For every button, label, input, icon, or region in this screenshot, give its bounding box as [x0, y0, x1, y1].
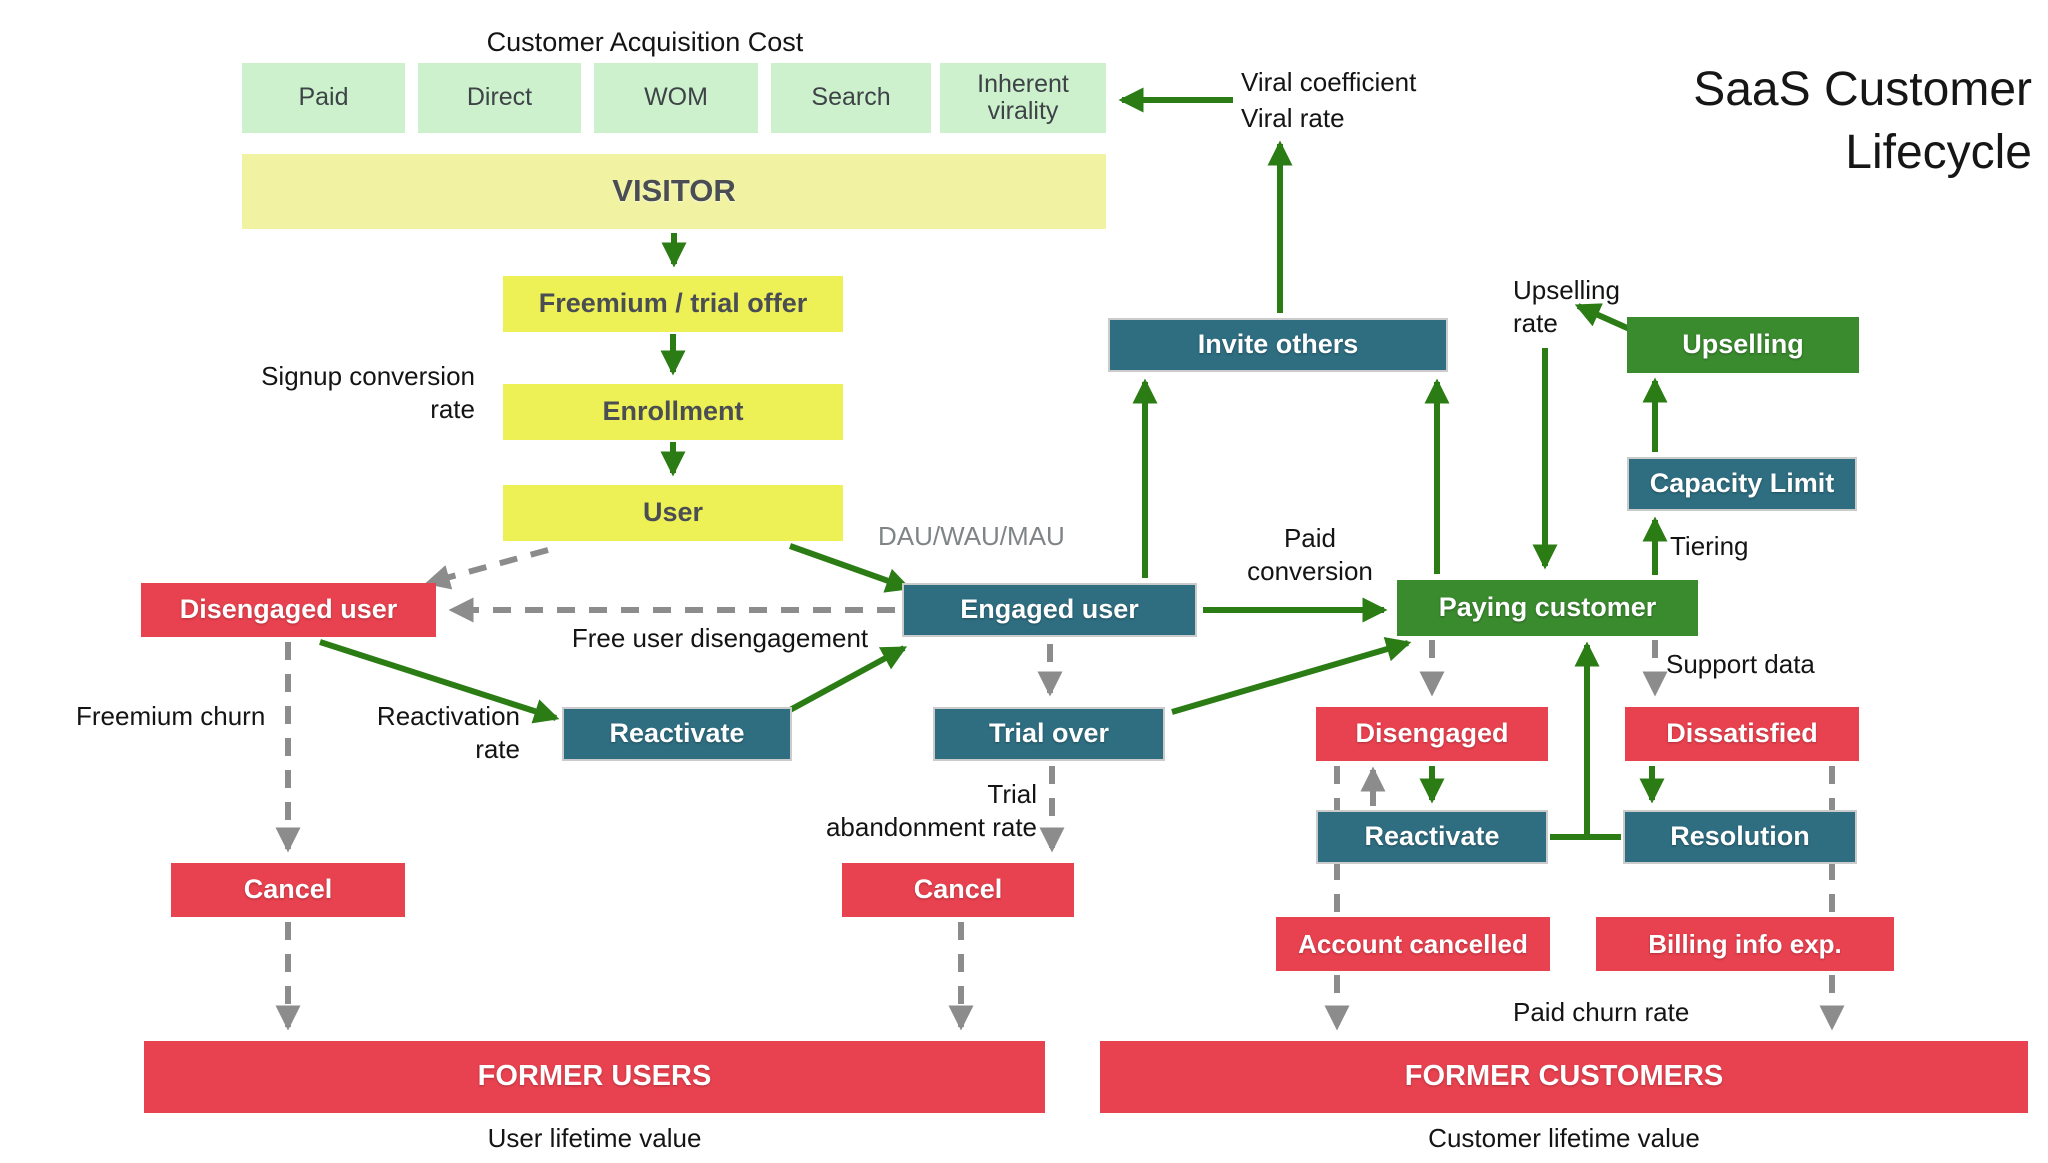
viral-coefficient-label: Viral coefficient	[1241, 67, 1417, 97]
dash-user-to-disengaged	[424, 547, 549, 590]
engaged-user-box: Engaged user	[902, 583, 1197, 637]
channel-direct: Direct	[418, 63, 581, 133]
cancel-mid-box: Cancel	[842, 863, 1074, 917]
trial-abandonment-rate-label: Trial abandonment rate	[825, 779, 1037, 842]
former-customers-bar: FORMER CUSTOMERS	[1100, 1041, 2028, 1113]
arrow-reactivate-to-engaged	[788, 645, 908, 713]
freemium-churn-label: Freemium churn	[76, 701, 266, 731]
signup-conversion-rate-label: Signup conversion rate	[261, 361, 475, 424]
invite-others-box: Invite others	[1108, 318, 1448, 372]
dau-wau-mau-label: DAU/WAU/MAU	[878, 521, 1065, 551]
channel-paid: Paid	[242, 63, 405, 133]
former-users-bar: FORMER USERS	[144, 1041, 1045, 1113]
upselling-rate-label: Upselling rate	[1513, 275, 1620, 338]
channel-inherent-virality: Inherent virality	[940, 63, 1106, 133]
reactivate-paid-box: Reactivate	[1316, 810, 1548, 864]
paid-churn-rate-label: Paid churn rate	[1513, 997, 1690, 1027]
disengaged-box: Disengaged	[1316, 707, 1548, 761]
green-arrows	[319, 87, 1668, 840]
tiering-label: Tiering	[1670, 531, 1749, 561]
reactivate-box: Reactivate	[562, 707, 792, 761]
paid-conversion-label: Paid conversion	[1247, 523, 1373, 586]
dissatisfied-box: Dissatisfied	[1625, 707, 1859, 761]
page-title: SaaS Customer Lifecycle	[1693, 63, 2032, 179]
reactivation-rate-label: Reactivation rate	[376, 701, 520, 764]
paying-customer-box: Paying customer	[1397, 580, 1698, 636]
channel-wom: WOM	[594, 63, 758, 133]
resolution-box: Resolution	[1623, 810, 1857, 864]
enrollment-box: Enrollment	[503, 384, 843, 440]
arrow-disengaged-to-reactivate	[319, 639, 560, 724]
arrow-trialover-to-paying	[1171, 636, 1412, 715]
channel-search: Search	[771, 63, 931, 133]
customer-lifetime-value-label: Customer lifetime value	[1428, 1123, 1700, 1153]
freemium-trial-offer-box: Freemium / trial offer	[503, 276, 843, 332]
visitor-box: VISITOR	[242, 154, 1106, 229]
viral-labels: Viral coefficient Viral rate	[1241, 64, 1416, 136]
user-box: User	[503, 485, 843, 541]
upselling-box: Upselling	[1627, 317, 1859, 373]
arrow-upselling-to-rate	[1574, 303, 1636, 334]
viral-rate-label: Viral rate	[1241, 103, 1345, 133]
trial-over-box: Trial over	[933, 707, 1165, 761]
disengaged-user-box: Disengaged user	[141, 583, 436, 637]
acquisition-title: Customer Acquisition Cost	[486, 27, 804, 57]
arrow-user-to-engaged	[788, 543, 912, 593]
free-user-disengagement-label: Free user disengagement	[571, 623, 869, 653]
capacity-limit-box: Capacity Limit	[1627, 457, 1857, 511]
billing-info-exp-box: Billing info exp.	[1596, 917, 1894, 971]
user-lifetime-value-label: User lifetime value	[487, 1123, 702, 1153]
support-data-label: Support data	[1666, 649, 1815, 679]
cancel-left-box: Cancel	[171, 863, 405, 917]
account-cancelled-box: Account cancelled	[1276, 917, 1550, 971]
